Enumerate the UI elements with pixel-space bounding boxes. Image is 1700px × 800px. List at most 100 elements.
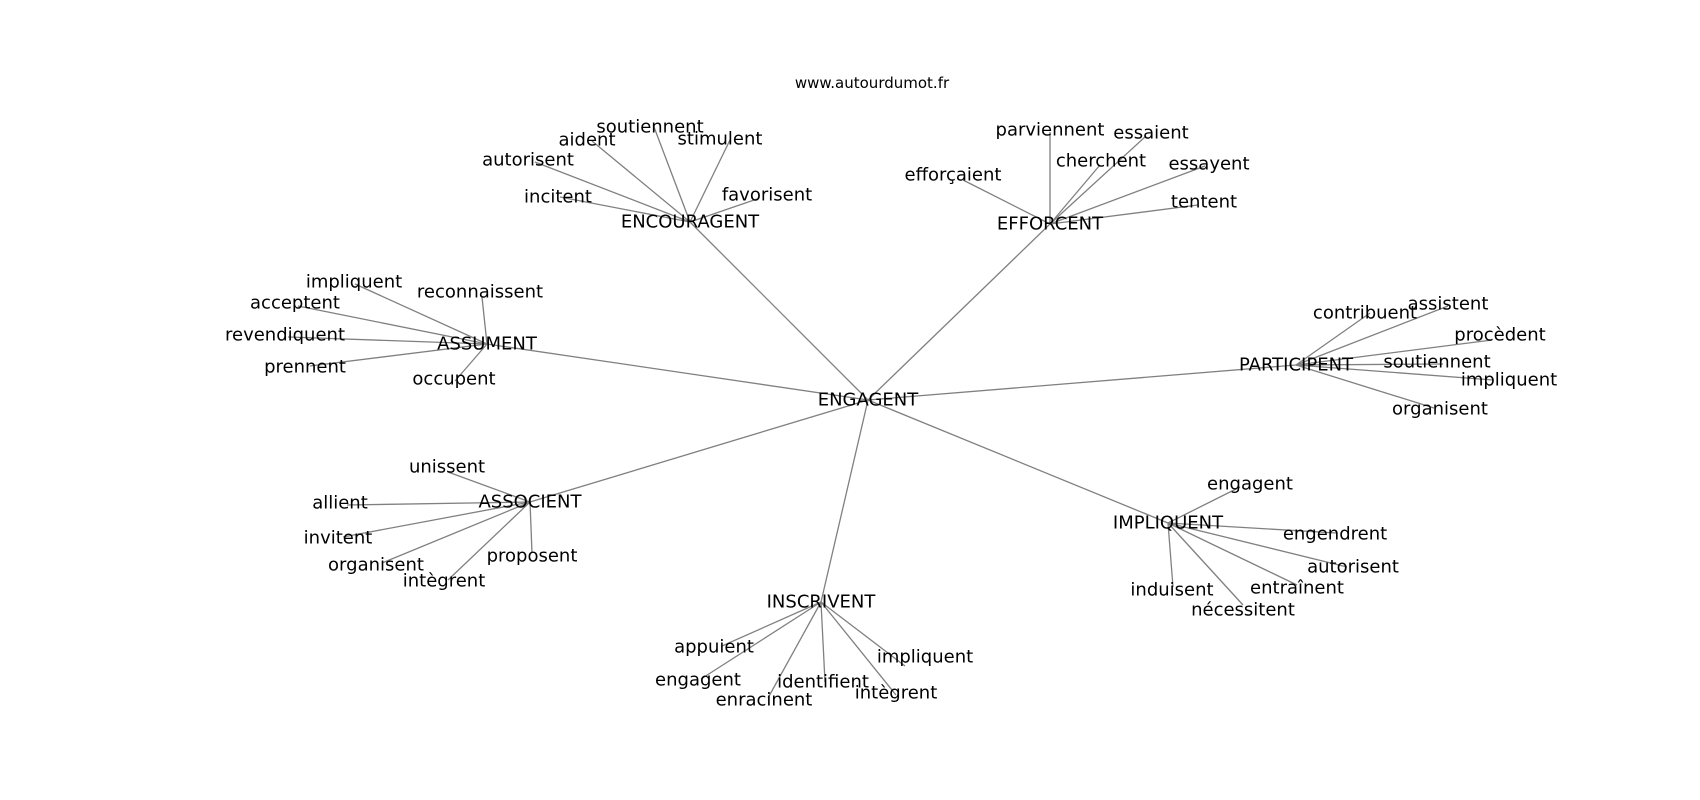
edge-hub-leaf [529, 501, 533, 554]
edge-hub-leaf [962, 179, 1051, 225]
hub-node-label: ASSUMENT [437, 334, 538, 355]
hub-node-label: ENCOURAGENT [621, 212, 760, 233]
edge-hub-leaf [454, 343, 488, 382]
edge-center-hub [689, 221, 869, 401]
leaf-node-label: assistent [1408, 294, 1489, 315]
leaf-node-label: acceptent [250, 293, 340, 314]
leaf-node-label: proposent [487, 546, 578, 567]
edge-hub-leaf [700, 601, 822, 680]
leaf-node-label: efforçaient [905, 165, 1002, 186]
leaf-node-label: impliquent [306, 272, 402, 293]
leaf-node-label: engagent [1207, 474, 1293, 495]
edge-hub-leaf [1295, 339, 1493, 366]
leaf-node-label: reconnaissent [417, 282, 543, 303]
leaf-node-label: cherchent [1056, 151, 1146, 172]
edge-hub-leaf [1049, 135, 1147, 225]
edge-hub-leaf [689, 198, 758, 223]
leaf-node-label: essaient [1113, 123, 1188, 144]
edges [287, 126, 1494, 699]
edge-hub-leaf [1295, 363, 1444, 366]
leaf-node-label: allient [312, 493, 368, 514]
edge-hub-leaf [1295, 305, 1449, 366]
leaf-node-label: revendiquent [225, 325, 345, 346]
edge-hub-leaf [820, 601, 906, 667]
edge-hub-leaf [447, 471, 531, 503]
edge-hub-leaf [447, 501, 531, 581]
edge-hub-leaf [1167, 522, 1337, 534]
edge-hub-leaf [534, 161, 691, 223]
leaf-node-label: stimulent [678, 129, 763, 150]
leaf-node-label: organisent [328, 555, 424, 576]
edge-hub-leaf [1295, 364, 1435, 409]
edge-hub-leaf [381, 501, 531, 564]
hub-node-label: IMPLIQUENT [1113, 513, 1224, 534]
leaf-node-label: autorisent [482, 150, 574, 171]
leaf-node-label: unissent [409, 457, 485, 478]
edge-hub-leaf [591, 140, 691, 223]
leaf-node-label: tentent [1171, 192, 1237, 213]
leaf-node-label: procèdent [1454, 325, 1545, 346]
edge-center-hub [867, 364, 1297, 401]
leaf-node-label: intègrent [403, 571, 486, 592]
edge-hub-leaf [689, 139, 731, 223]
edge-hub-leaf [1295, 364, 1494, 381]
leaf-node-label: impliquent [877, 647, 973, 668]
leaf-node-label: invitent [304, 528, 373, 549]
edge-hub-leaf [767, 601, 822, 699]
leaf-node-label: organisent [1392, 399, 1488, 420]
edge-hub-leaf [721, 601, 822, 647]
edge-center-hub [867, 223, 1051, 401]
leaf-node-label: favorisent [722, 185, 812, 206]
edge-hub-leaf [346, 501, 531, 506]
leaf-node-label: occupent [412, 369, 495, 390]
edge-hub-leaf [1049, 164, 1101, 225]
leaf-node-label: induisent [1130, 580, 1213, 601]
edge-hub-leaf [653, 126, 691, 223]
leaf-node-label: identifient [777, 672, 869, 693]
edge-hub-leaf [287, 336, 488, 345]
leaf-node-label: essayent [1168, 154, 1249, 175]
hub-node-label: PARTICIPENT [1239, 355, 1354, 376]
leaf-node-label: autorisent [1307, 557, 1399, 578]
source-label: www.autourdumot.fr [795, 74, 950, 92]
edge-hub-leaf [354, 283, 488, 345]
hub-node-label: EFFORCENT [997, 214, 1104, 235]
leaf-node-label: soutiennent [596, 117, 703, 138]
leaf-node-label: aident [559, 130, 616, 151]
leaf-node-label: engagent [655, 670, 741, 691]
leaf-node-label: engendrent [1283, 524, 1387, 545]
edge-center-hub [529, 399, 869, 503]
edge-hub-leaf [297, 305, 488, 345]
edge-hub-leaf [1295, 312, 1371, 366]
leaf-node-label: nécessitent [1191, 600, 1295, 621]
leaf-node-label: parviennent [996, 120, 1105, 141]
edge-hub-leaf [1049, 204, 1199, 225]
edge-hub-leaf [820, 601, 826, 683]
edge-hub-leaf [820, 601, 897, 696]
edge-hub-leaf [1167, 522, 1348, 568]
edge-center-hub [486, 343, 869, 401]
edge-hub-leaf [1167, 486, 1241, 524]
hub-node-label: INSCRIVENT [767, 592, 877, 613]
leaf-node-label: entraînent [1250, 578, 1344, 599]
hub-node-label: ASSOCIENT [478, 492, 582, 513]
center-node-label: ENGAGENT [818, 390, 920, 411]
edge-hub-leaf [1167, 522, 1298, 586]
leaf-node-label: enracinent [716, 690, 813, 711]
edge-hub-leaf [559, 196, 691, 223]
edge-hub-leaf [309, 343, 488, 367]
leaf-node-label: prennent [264, 357, 346, 378]
leaf-node-label: soutiennent [1383, 352, 1490, 373]
leaf-node-label: intègrent [855, 683, 938, 704]
edge-center-hub [820, 399, 869, 603]
edge-hub-leaf [1167, 522, 1244, 606]
edge-hub-leaf [342, 501, 531, 538]
edge-hub-leaf [481, 296, 488, 345]
leaf-node-label: impliquent [1461, 370, 1557, 391]
leaf-node-label: appuient [674, 637, 754, 658]
leaf-node-label: incitent [524, 187, 592, 208]
edge-hub-leaf [1167, 522, 1174, 588]
leaf-node-label: contribuent [1313, 303, 1417, 324]
